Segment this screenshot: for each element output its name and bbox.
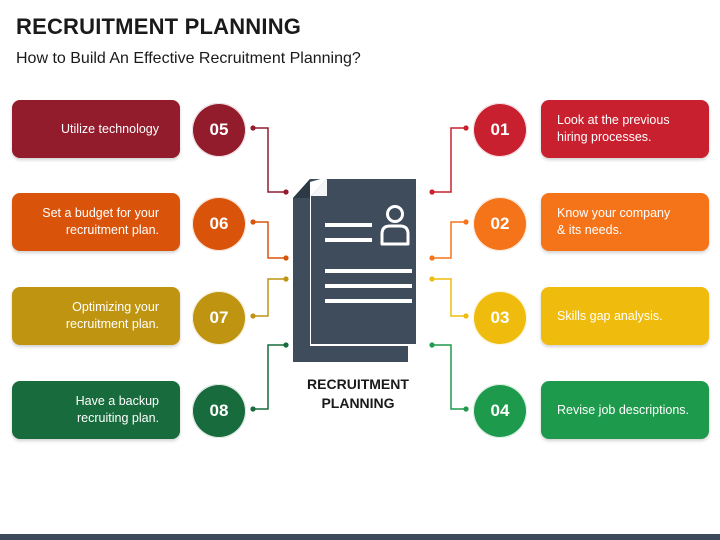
connector-06 xyxy=(250,219,289,261)
connector-02 xyxy=(429,219,469,261)
connector-01 xyxy=(429,125,469,195)
connector-08 xyxy=(250,342,289,412)
connector-04 xyxy=(429,342,469,412)
connector-05 xyxy=(250,125,289,195)
step-card-05: Utilize technology xyxy=(12,100,180,158)
center-label: RECRUITMENT PLANNING xyxy=(307,376,409,411)
step-card-03: Skills gap analysis. xyxy=(541,287,709,345)
document-with-person-icon xyxy=(293,178,416,362)
connector-07 xyxy=(250,276,289,319)
step-number-03: 03 xyxy=(473,291,527,345)
step-number-04: 04 xyxy=(473,384,527,438)
page-title: RECRUITMENT PLANNING xyxy=(16,14,302,39)
page-subtitle: How to Build An Effective Recruitment Pl… xyxy=(16,50,361,67)
step-number-07: 07 xyxy=(192,291,246,345)
step-card-02: Know your company& its needs. xyxy=(541,193,709,251)
step-card-04: Revise job descriptions. xyxy=(541,381,709,439)
step-number-06: 06 xyxy=(192,197,246,251)
connector-03 xyxy=(429,276,469,319)
step-number-05: 05 xyxy=(192,103,246,157)
step-number-02: 02 xyxy=(473,197,527,251)
step-number-08: 08 xyxy=(192,384,246,438)
footer-bar xyxy=(0,534,720,540)
step-number-01: 01 xyxy=(473,103,527,157)
